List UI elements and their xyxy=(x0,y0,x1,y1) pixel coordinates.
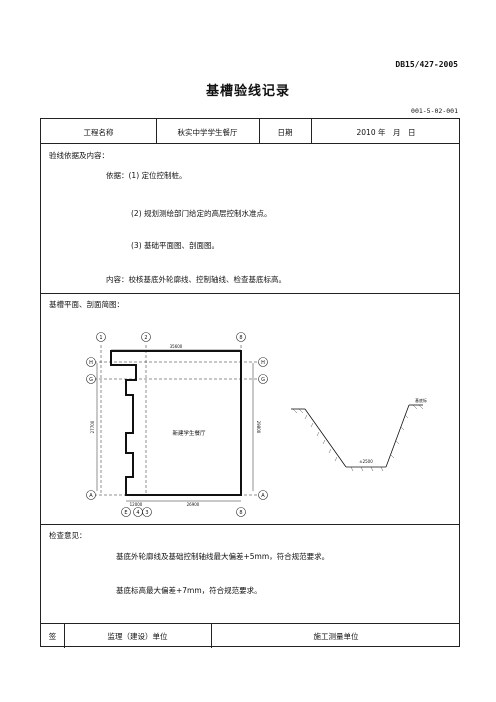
sketch-heading: 基槽平面、剖面简图： xyxy=(49,300,124,309)
axis-label-bottom: 3 xyxy=(145,510,148,516)
row-divider xyxy=(41,143,459,144)
col-divider xyxy=(259,119,260,143)
row-divider xyxy=(41,524,459,525)
project-name-value: 秋实中学学生餐厅 xyxy=(177,128,238,137)
basis-line: 内容：校核基底外轮廓线、控制轴线、检查基底标高。 xyxy=(106,275,286,284)
axis-label-bottom: 8 xyxy=(239,510,242,516)
section-level-label: 基底标 xyxy=(415,397,427,403)
basis-line: 依据：(1) 定位控制桩。 xyxy=(106,171,187,180)
section-dimension: ±2500 xyxy=(359,459,373,464)
date-label: 日期 xyxy=(277,128,293,137)
opinion-heading: 检查意见： xyxy=(49,531,87,540)
building-outline xyxy=(110,350,242,496)
basis-line: (3) 基础平面图、剖面图。 xyxy=(131,241,220,250)
construction-unit-label: 施工测量单位 xyxy=(313,632,359,641)
row-divider xyxy=(41,623,459,624)
standard-code: DB15/427-2005 xyxy=(395,60,458,69)
dimension-bottom-left: 12000 xyxy=(130,502,143,507)
axis-label-top: 2 xyxy=(144,335,147,341)
row-divider xyxy=(41,293,459,294)
axis-label-side: G xyxy=(89,377,93,383)
record-table: 工程名称 秋实中学学生餐厅 日期 2010 年 月 日 验线依据及内容： 依据：… xyxy=(40,118,460,648)
axis-label-side: G xyxy=(261,377,265,383)
axis-label-side: A xyxy=(89,493,93,499)
dimension-bottom-right: 26900 xyxy=(187,502,200,507)
axis-label-bottom: E xyxy=(124,510,127,516)
axis-label-side: H xyxy=(89,360,93,366)
sketch-drawing: 1 2 8 H H G G A A E 4 3 8 35600 27700 29… xyxy=(86,332,427,517)
axis-label-side: A xyxy=(261,493,265,499)
axis-label-side: H xyxy=(261,360,265,366)
supervisor-unit-label: 监理（建设）单位 xyxy=(107,632,168,641)
opinion-line: 基底外轮廓线及基础控制轴线最大偏差+5mm，符合规范要求。 xyxy=(116,552,330,561)
dimension-right: 29800 xyxy=(256,421,261,434)
building-label: 新建学生餐厅 xyxy=(172,429,206,437)
axis-label-top: 1 xyxy=(99,335,102,341)
trench-section xyxy=(291,404,423,468)
axis-label-top: 8 xyxy=(239,335,242,341)
dimension-top: 35600 xyxy=(170,344,183,349)
sign-label: 签 xyxy=(48,632,57,641)
col-divider xyxy=(156,119,157,143)
col-divider xyxy=(211,623,212,648)
dimension-left: 27700 xyxy=(90,420,95,433)
col-divider xyxy=(64,623,65,648)
page-title: 基槽验线记录 xyxy=(205,84,290,99)
axis-label-bottom: 4 xyxy=(136,510,139,516)
form-code: 001-5-02-001 xyxy=(411,107,458,115)
basis-heading: 验线依据及内容： xyxy=(49,151,109,160)
col-divider xyxy=(311,119,312,143)
opinion-line: 基底标高最大偏差+7mm，符合规范要求。 xyxy=(116,586,262,595)
basis-line: (2) 规划测绘部门给定的高层控制水准点。 xyxy=(131,209,272,218)
date-value: 2010 年 月 日 xyxy=(356,128,416,137)
project-name-label: 工程名称 xyxy=(83,128,114,137)
